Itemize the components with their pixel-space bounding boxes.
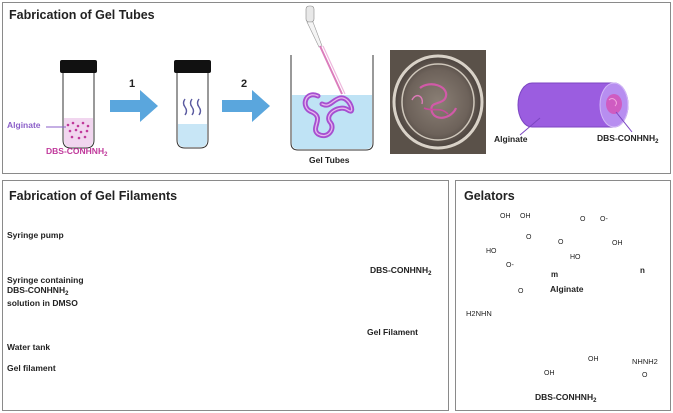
dbs-label-vial-text: DBS-CONHNH [46, 146, 105, 156]
alginate-structure-label: Alginate [550, 284, 584, 294]
atom-o-minus-2: O- [600, 216, 608, 223]
syringe-pump-label: Syringe pump [7, 230, 64, 240]
syringe-line-1: Syringe containing [7, 275, 84, 285]
atom-h2nhn: H2NHN [466, 309, 492, 318]
vial-1-dots [66, 121, 90, 140]
atom-o-dbs-1: O [518, 288, 524, 295]
gelators-panel [455, 180, 671, 411]
atom-oh-dbs-2: OH [588, 356, 599, 363]
dbs-label-cylinder-text: DBS-CONHNH [597, 133, 656, 143]
alginate-label-cylinder: Alginate [494, 134, 528, 144]
dbs-label-vial-sub: 2 [104, 152, 108, 158]
subscript-m: m [551, 270, 559, 279]
atom-oh-dbs: OH [544, 370, 555, 377]
vial-2 [174, 60, 211, 149]
dbs-structure-label-sub: 2 [593, 398, 597, 404]
atom-o-1: O [526, 234, 532, 241]
vial-1 [46, 60, 97, 149]
step-1-label: 1 [129, 78, 136, 90]
gel-filaments-panel [2, 180, 449, 411]
water-tank-label: Water tank [7, 342, 51, 352]
dbs-structure-label-text: DBS-CONHNH [535, 392, 594, 402]
petri-dish-photo [390, 50, 486, 154]
syringe-line-2-sub: 2 [65, 291, 69, 298]
dbs-structure-label: DBS-CONHNH2 [535, 392, 597, 405]
atom-ho-1: HO [486, 248, 497, 255]
dbs-label-vial: DBS-CONHNH2 [46, 146, 108, 159]
atom-ho-2: HO [570, 254, 581, 261]
alginate-label-vial: Alginate [7, 120, 41, 130]
dbs-label-filament-text: DBS-CONHNH [370, 265, 429, 275]
gelators-title: Gelators [464, 189, 515, 203]
dbs-label-cylinder: DBS-CONHNH2 [597, 133, 659, 146]
atom-o-2: O [580, 216, 586, 223]
vial-1-powder [64, 118, 93, 147]
vial-1-cap [60, 60, 97, 73]
gel-filaments-title: Fabrication of Gel Filaments [9, 189, 178, 203]
heat-waves-icon [182, 98, 202, 116]
syringe-contents-label: Syringe containing DBS-CONHNH2 solution … [7, 275, 84, 309]
gel-tube-cylinder [517, 82, 633, 136]
gel-tubes-label: Gel Tubes [309, 155, 350, 165]
atom-oh-2: OH [520, 213, 531, 220]
arrow-step-1 [110, 90, 158, 122]
syringe-line-3: solution in DMSO [7, 298, 78, 309]
subscript-n: n [640, 266, 645, 275]
dbs-label-filament-sub: 2 [428, 271, 432, 277]
vial-2-cap [174, 60, 211, 73]
arrow-step-2 [222, 90, 270, 122]
atom-oh-1: OH [500, 213, 511, 220]
gel-tube-core [606, 94, 622, 114]
pipette-icon [305, 5, 346, 95]
dbs-label-filament: DBS-CONHNH2 [370, 265, 432, 278]
dbs-label-cylinder-sub: 2 [655, 139, 659, 145]
step-2-label: 2 [241, 78, 248, 90]
vial-2-liquid [178, 124, 207, 147]
atom-oh-3: OH [612, 240, 623, 247]
atom-o-minus-1: O- [506, 262, 514, 269]
atom-o-dbs-2: O [642, 372, 648, 379]
syringe-line-2-text: DBS-CONHNH [7, 285, 66, 296]
atom-nhnh2: NHNH2 [632, 357, 658, 366]
gel-filament-label-right: Gel Filament [367, 327, 419, 337]
beaker [290, 5, 374, 151]
atom-o-link: O [558, 239, 564, 246]
gel-tubes-title: Fabrication of Gel Tubes [9, 8, 155, 22]
syringe-line-2: DBS-CONHNH2 [7, 285, 84, 298]
gel-filament-label-left: Gel filament [7, 363, 56, 373]
